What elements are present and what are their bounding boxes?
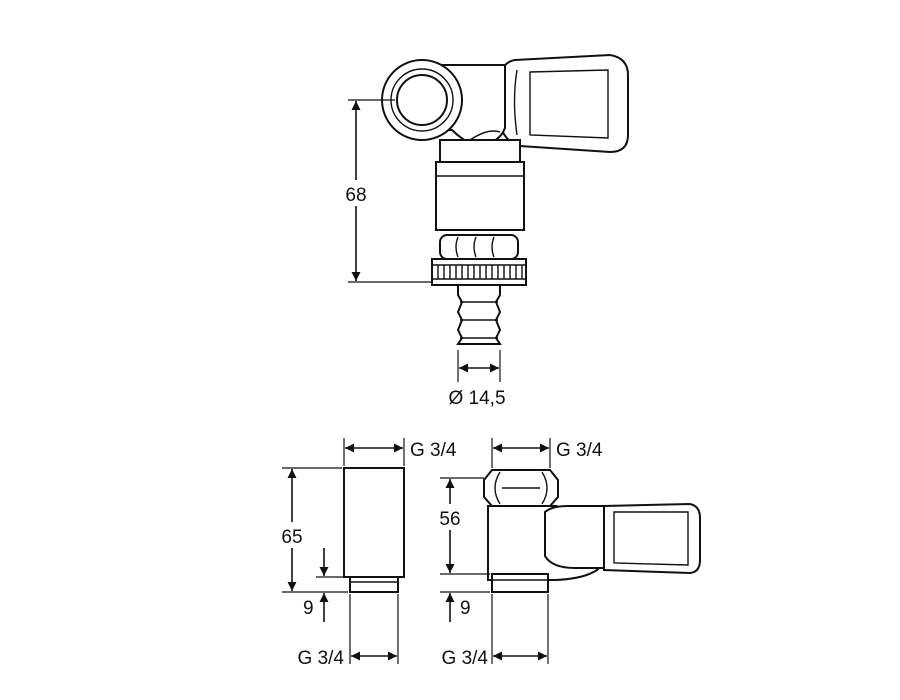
angle-valve-front-view: [381, 53, 629, 345]
extension-bottom-thread-dimension: G 3/4: [298, 594, 399, 669]
side-bottom-thread-label: G 3/4: [442, 648, 489, 669]
side-arm: [544, 505, 606, 569]
dimension-56-label: 56: [439, 509, 460, 530]
side-offset-dimension: 9: [440, 591, 490, 622]
side-hex-nut: [483, 469, 559, 507]
dimension-68-label: 68: [345, 185, 366, 206]
knurled-ring: [431, 258, 527, 286]
valve-handle: [499, 53, 629, 154]
hose-diameter-label: Ø 14,5: [448, 388, 505, 409]
dimension-hose-diameter: Ø 14,5: [448, 350, 506, 409]
extension-offset-label: 9: [303, 598, 314, 619]
dimension-68: 68: [336, 99, 432, 283]
valve-nut: [439, 234, 519, 260]
extension-bottom-thread-label: G 3/4: [298, 648, 345, 669]
extension-top-thread-dimension: G 3/4: [343, 438, 457, 466]
dimension-65-label: 65: [281, 527, 302, 548]
side-bottom-thread-dimension: G 3/4: [442, 594, 549, 669]
dimension-56: 56: [432, 477, 490, 575]
side-top-thread-label: G 3/4: [556, 440, 603, 461]
extension-offset-dimension: 9: [303, 548, 348, 622]
side-offset-label: 9: [460, 598, 471, 619]
valve-sleeve: [435, 161, 525, 231]
hose-nozzle: [456, 284, 502, 345]
extension-piece: [343, 467, 405, 593]
extension-top-thread-label: G 3/4: [410, 440, 457, 461]
dimension-65: 65: [274, 467, 348, 593]
side-bottom-thread: [491, 573, 549, 593]
side-handle: [603, 502, 701, 575]
angle-valve-side-view: [483, 469, 701, 593]
side-top-thread-dimension: G 3/4: [491, 438, 603, 468]
